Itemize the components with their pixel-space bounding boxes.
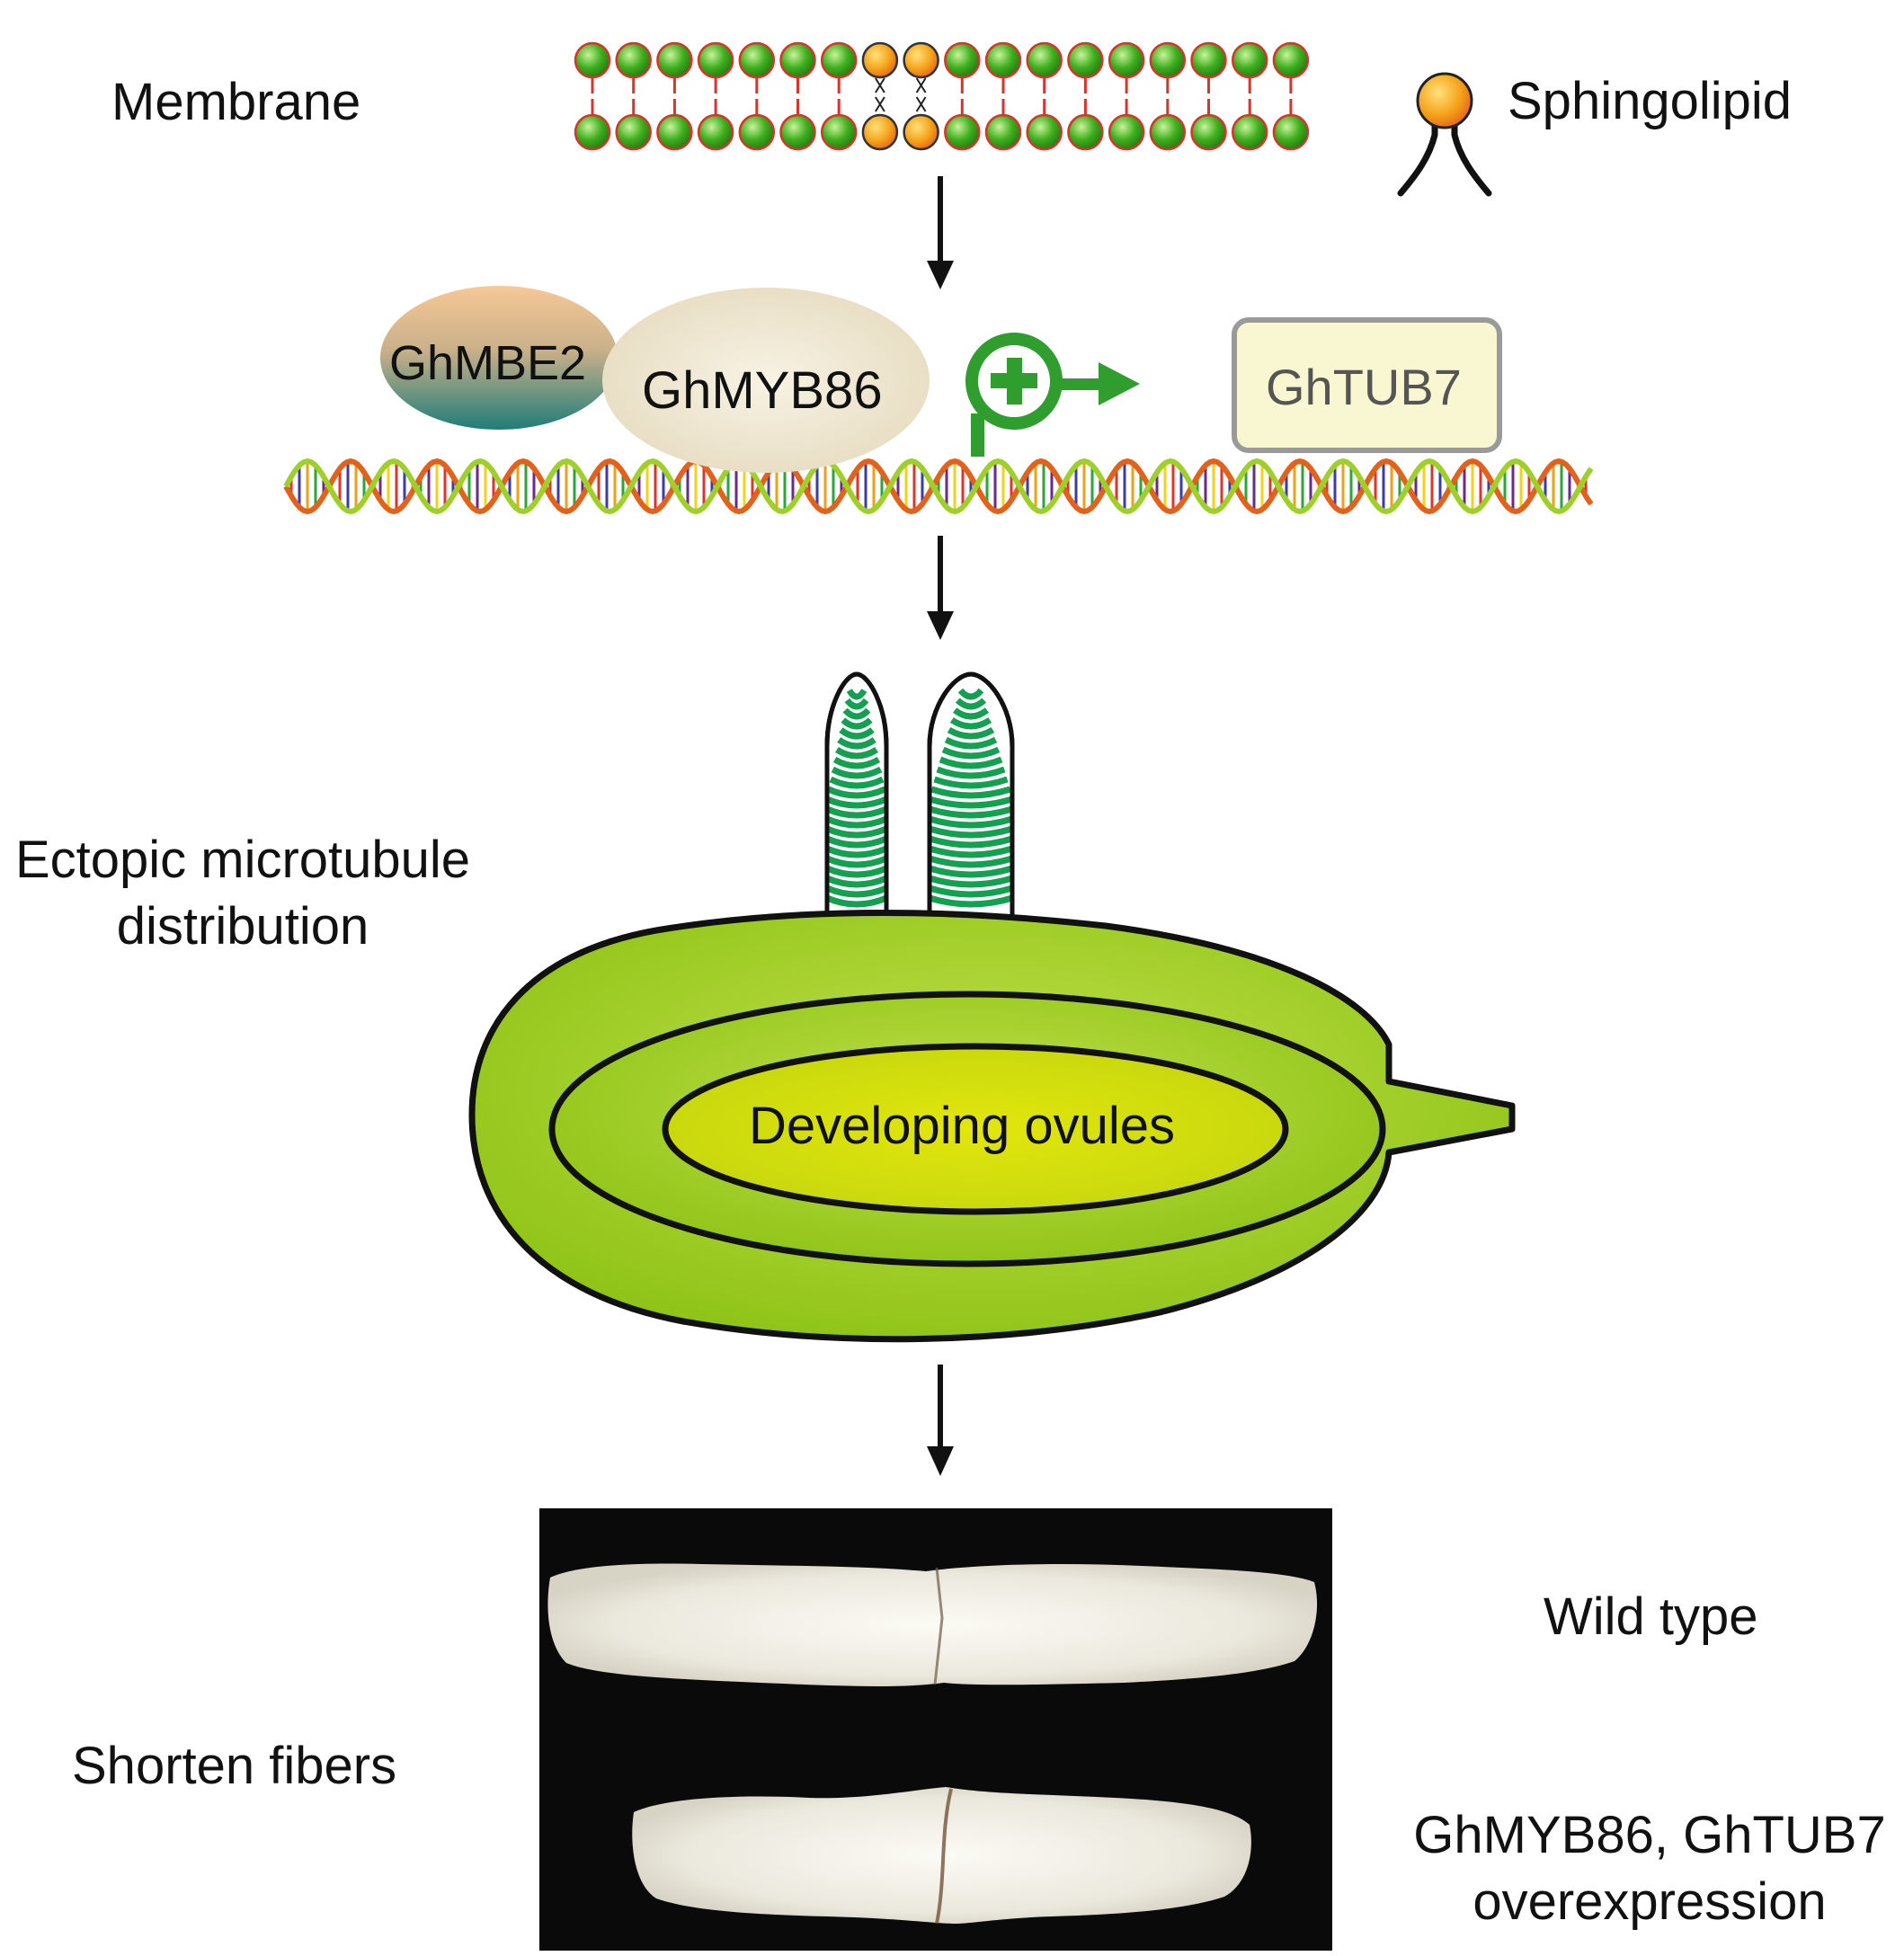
- overexpression-line2: overexpression: [1472, 1872, 1827, 1932]
- ghmyb86-protein: [602, 288, 930, 473]
- cotton-fiber-photo: [539, 1508, 1332, 1951]
- ghmbe2-protein: [380, 286, 618, 430]
- ectopic-line2: distribution: [116, 897, 369, 956]
- arrow-complex-to-ovule: [927, 536, 954, 640]
- ovule-icon: [468, 910, 1516, 1343]
- microtubule-fiber-icon: [824, 671, 1015, 917]
- ghtub7-gene-box: [1232, 317, 1502, 453]
- sphingolipid-icon: [1397, 72, 1492, 197]
- overexpression-fiber: [632, 1787, 1251, 1925]
- sphingolipid-label: Sphingolipid: [1508, 72, 1793, 130]
- membrane-label: Membrane: [111, 73, 361, 131]
- overexpression-label: GhMYB86, GhTUB7 overexpression: [1402, 1802, 1897, 1935]
- ectopic-microtubule-label: Ectopic microtubule distribution: [0, 827, 485, 960]
- shorten-fibers-label: Shorten fibers: [72, 1737, 397, 1795]
- dna-helix-icon: [283, 458, 1594, 515]
- arrow-membrane-to-complex: [927, 176, 954, 289]
- arrow-ovule-to-fibers: [927, 1365, 954, 1476]
- promoter-activation-icon: [965, 333, 1140, 457]
- ghtub7-label: GhTUB7: [1266, 359, 1462, 415]
- overexpression-line1: GhMYB86, GhTUB7: [1413, 1806, 1886, 1864]
- developing-ovules-label: Developing ovules: [749, 1097, 1175, 1155]
- wild-type-label: Wild type: [1544, 1587, 1758, 1646]
- wild-type-fiber: [547, 1563, 1318, 1686]
- ghmbe2-label: GhMBE2: [389, 336, 587, 390]
- ectopic-line1: Ectopic microtubule: [14, 831, 471, 889]
- ghmyb86-label: GhMYB86: [642, 361, 883, 420]
- lipid-bilayer-icon: [574, 41, 1310, 151]
